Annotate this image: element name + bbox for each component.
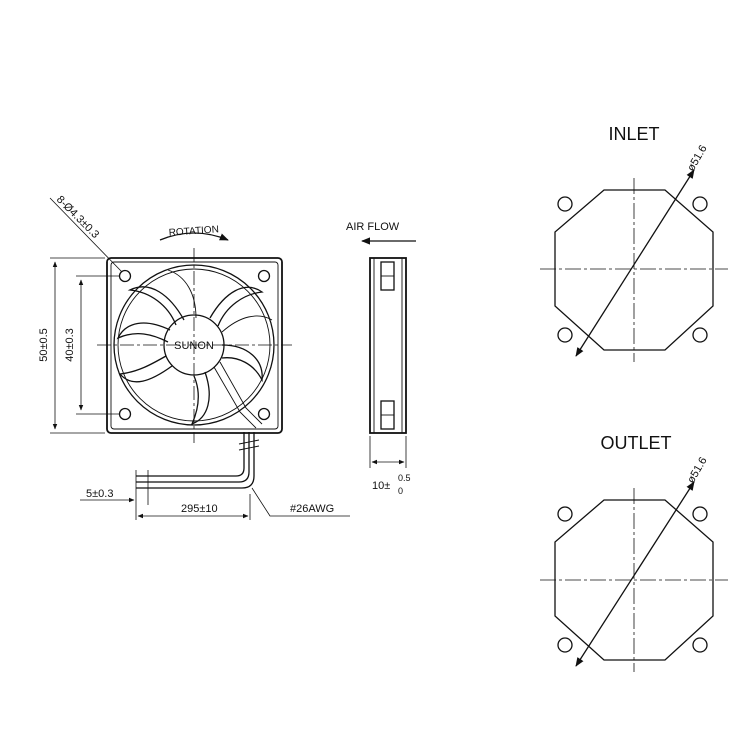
lead-wires bbox=[136, 432, 260, 489]
outlet-view: OUTLET ø51.6 bbox=[540, 433, 728, 672]
fan-frame-outer bbox=[106, 257, 283, 434]
rotation-label: ROTATION bbox=[168, 224, 219, 238]
dim-thickness-lower: 0 bbox=[398, 486, 403, 496]
inlet-title: INLET bbox=[608, 124, 659, 144]
dim-strip-label: 5±0.3 bbox=[86, 488, 113, 500]
cable-strut-b bbox=[219, 361, 263, 425]
mount-hole-bottom-left bbox=[118, 407, 132, 421]
side-frame bbox=[369, 257, 407, 434]
inlet-hole-top-left bbox=[557, 196, 573, 212]
front-view: SUNON ROTATION 8-Ø4.3±0.3 50±0.5 40±0.3 bbox=[38, 194, 350, 520]
inlet-hole-bottom-left bbox=[557, 327, 573, 343]
inlet-diameter-label: ø51.6 bbox=[685, 143, 709, 173]
inlet-hole-top-right bbox=[692, 196, 708, 212]
inlet-hole-bottom-right bbox=[692, 327, 708, 343]
outlet-diameter-line bbox=[575, 481, 695, 667]
dim-lead-label: 295±10 bbox=[181, 503, 218, 515]
mount-hole-top-left bbox=[118, 269, 132, 283]
outlet-hole-top-left bbox=[557, 506, 573, 522]
outlet-title: OUTLET bbox=[600, 433, 671, 453]
inlet-view: INLET ø51.6 bbox=[540, 124, 728, 362]
airflow-label: AIR FLOW bbox=[346, 221, 400, 233]
side-view: AIR FLOW 10± 0.5 0 bbox=[346, 221, 416, 496]
wire-gauge-leader bbox=[251, 487, 350, 517]
dim-thickness-label: 10± bbox=[372, 480, 390, 492]
dim-50-label: 50±0.5 bbox=[38, 328, 50, 362]
mount-hole-top-right bbox=[257, 269, 271, 283]
rotation-arrow bbox=[159, 232, 229, 241]
hole-spec-leader bbox=[49, 197, 123, 273]
mount-hole-bottom-right bbox=[257, 407, 271, 421]
hole-spec-label: 8-Ø4.3±0.3 bbox=[54, 194, 101, 241]
cable-strut-a bbox=[213, 366, 257, 429]
outlet-hole-top-right bbox=[692, 506, 708, 522]
dim-thickness-upper: 0.5 bbox=[398, 473, 411, 483]
dim-40-label: 40±0.3 bbox=[64, 328, 76, 362]
fan-frame-inner bbox=[110, 261, 279, 430]
inlet-diameter-line bbox=[575, 169, 695, 357]
outlet-hole-bottom-right bbox=[692, 637, 708, 653]
fan-blades bbox=[116, 269, 273, 426]
outlet-diameter-label: ø51.6 bbox=[685, 455, 709, 485]
outlet-hole-bottom-left bbox=[557, 637, 573, 653]
wire-gauge-label: #26AWG bbox=[290, 503, 334, 515]
